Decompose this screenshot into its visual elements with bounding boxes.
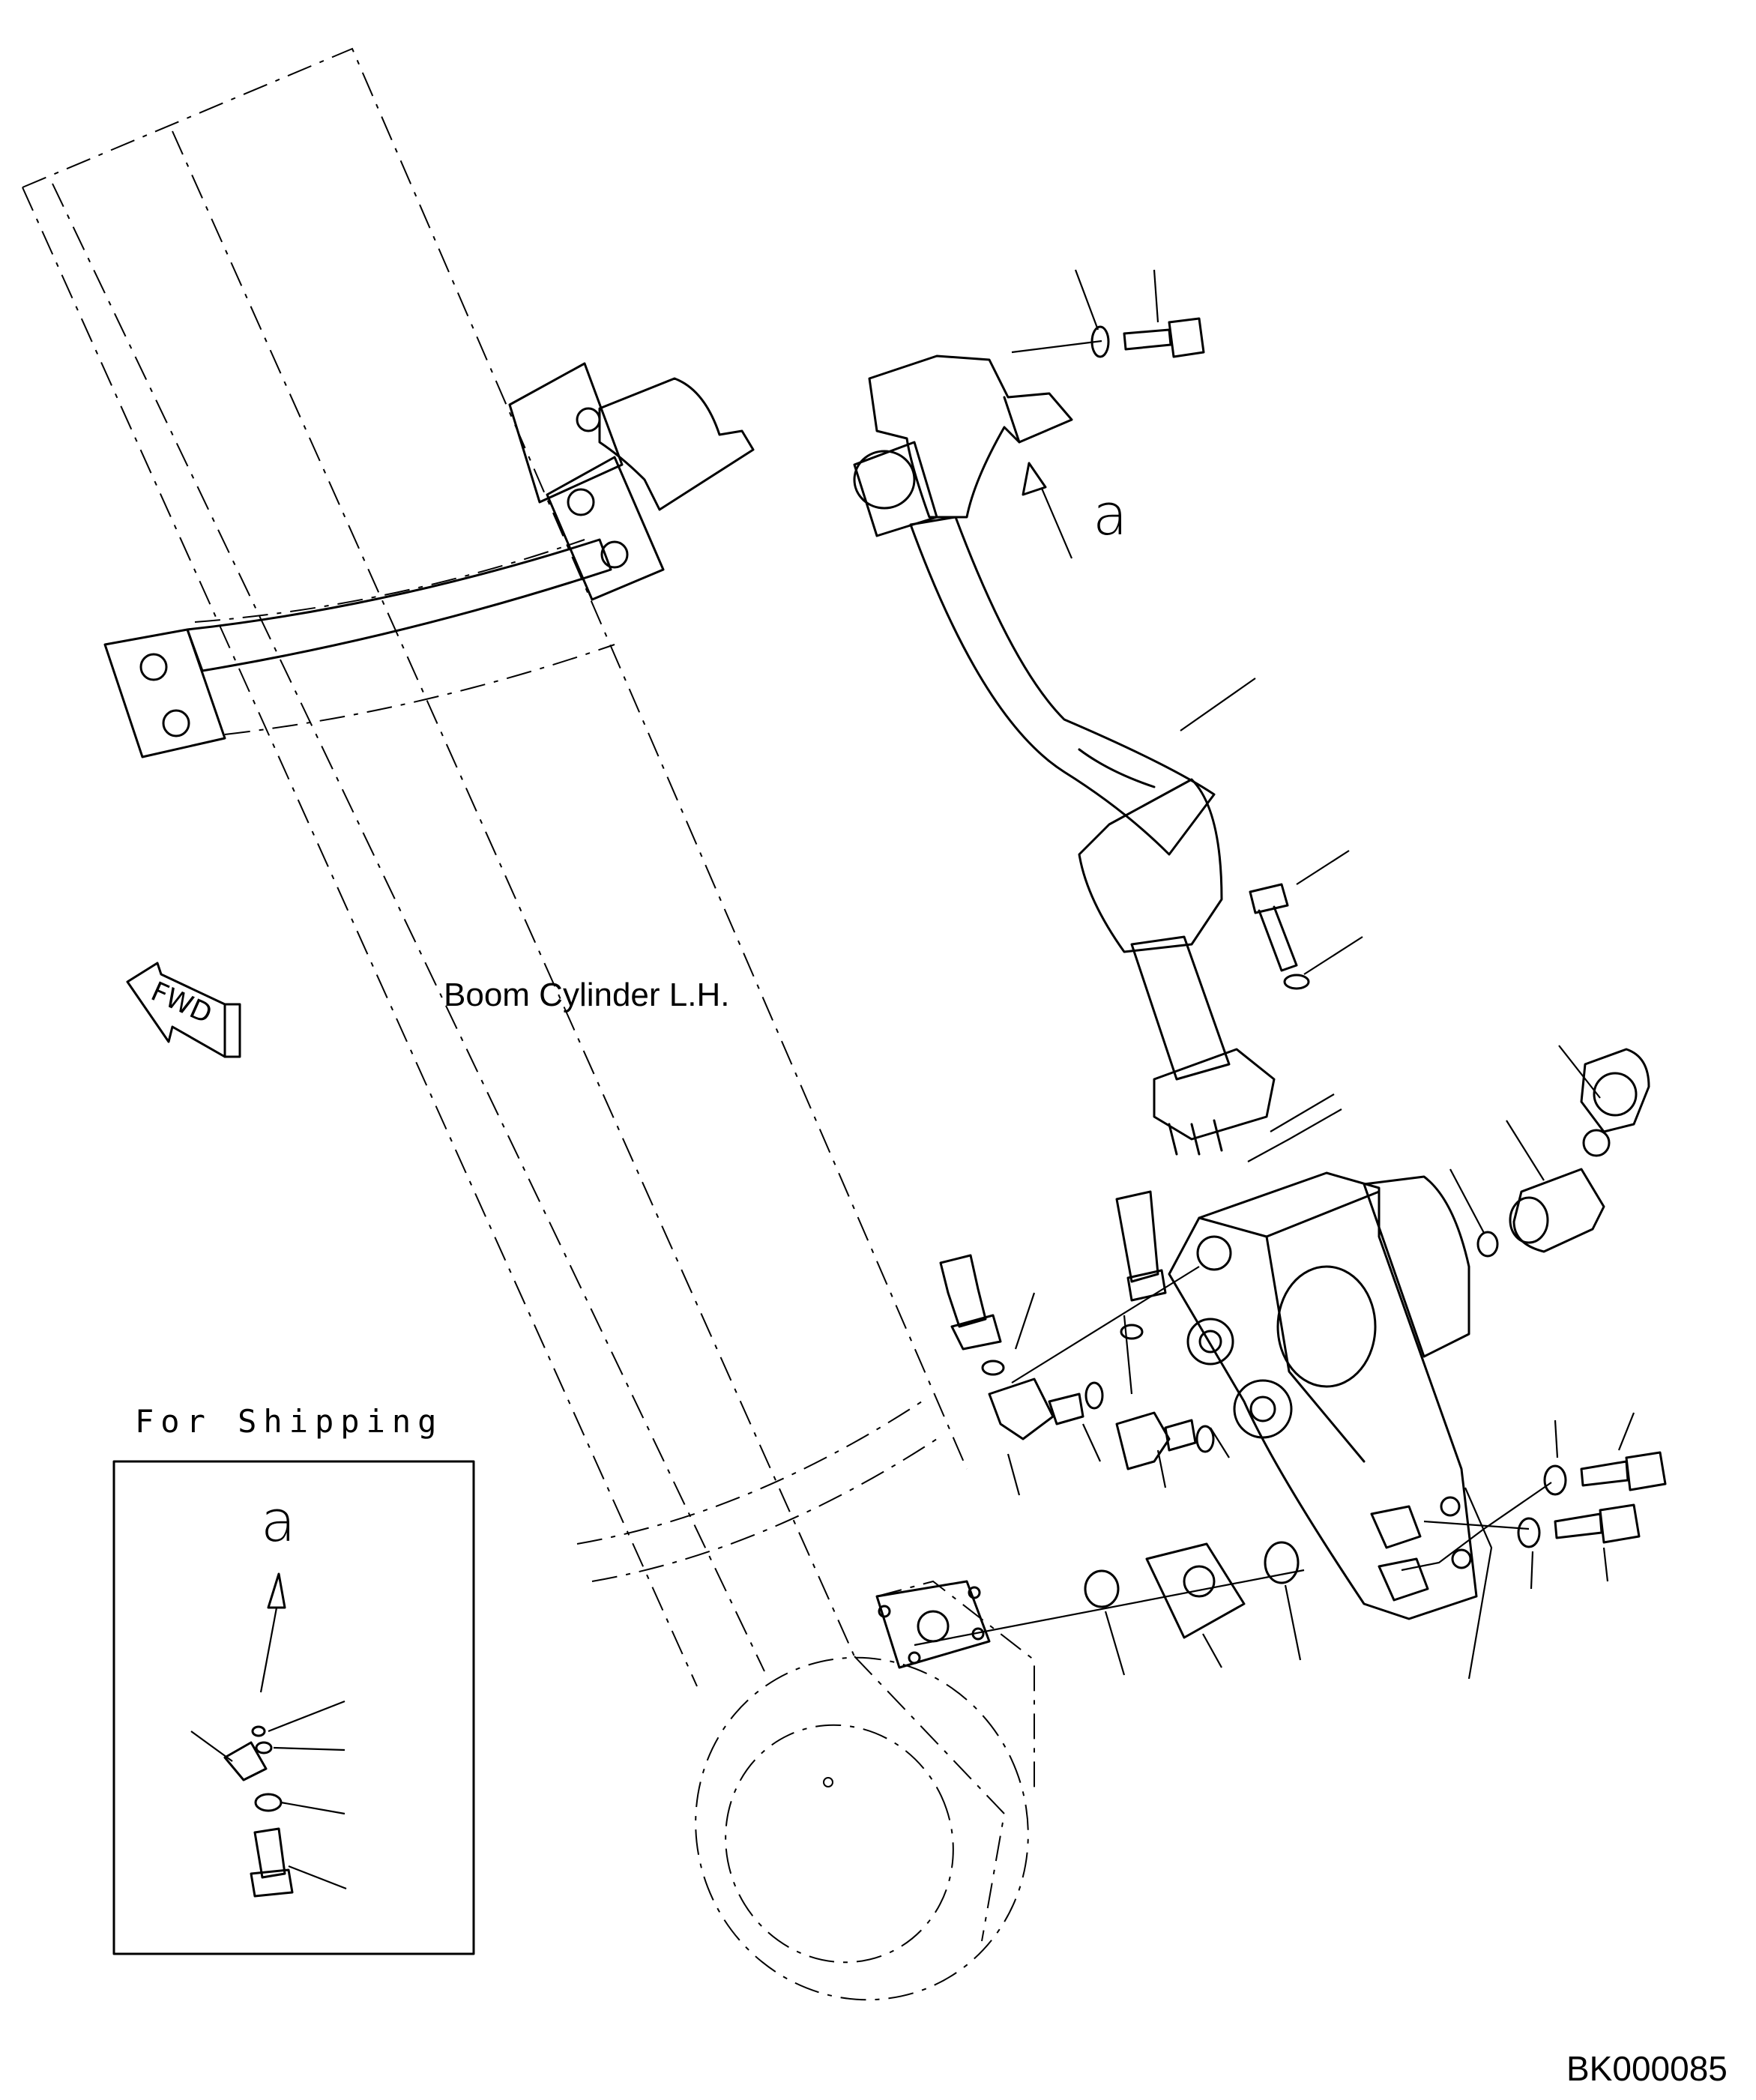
fwd-arrow — [126, 962, 241, 1058]
view-letter-inset: a — [261, 1488, 296, 1554]
sensor-fitting — [939, 1190, 1215, 1470]
elbow-fitting-right — [1476, 1168, 1605, 1258]
boom-cylinder-outline — [22, 47, 1029, 2001]
leader-lines — [190, 269, 1635, 1890]
pipe-bracket-bolt — [1090, 317, 1205, 358]
safety-valve-block — [1168, 1171, 1478, 1620]
plug-fitting — [1580, 1048, 1650, 1157]
flange-pad — [875, 1580, 1035, 1787]
view-arrow-main — [1022, 462, 1073, 559]
view-letter-main: a — [1093, 481, 1128, 548]
valve-mount-bolts — [1517, 1451, 1667, 1548]
for-shipping-box — [112, 1460, 475, 1955]
drawing-title: Boom Cylinder L.H. — [444, 977, 730, 1013]
drawing-code: BK000085 — [1566, 2049, 1728, 2088]
hydraulic-pipe — [853, 354, 1276, 1156]
shipping-title: For Shipping — [135, 1403, 444, 1440]
adapter-plate — [1084, 1541, 1300, 1639]
cylinder-clamp — [103, 362, 755, 758]
flange-bolt — [1249, 883, 1310, 990]
